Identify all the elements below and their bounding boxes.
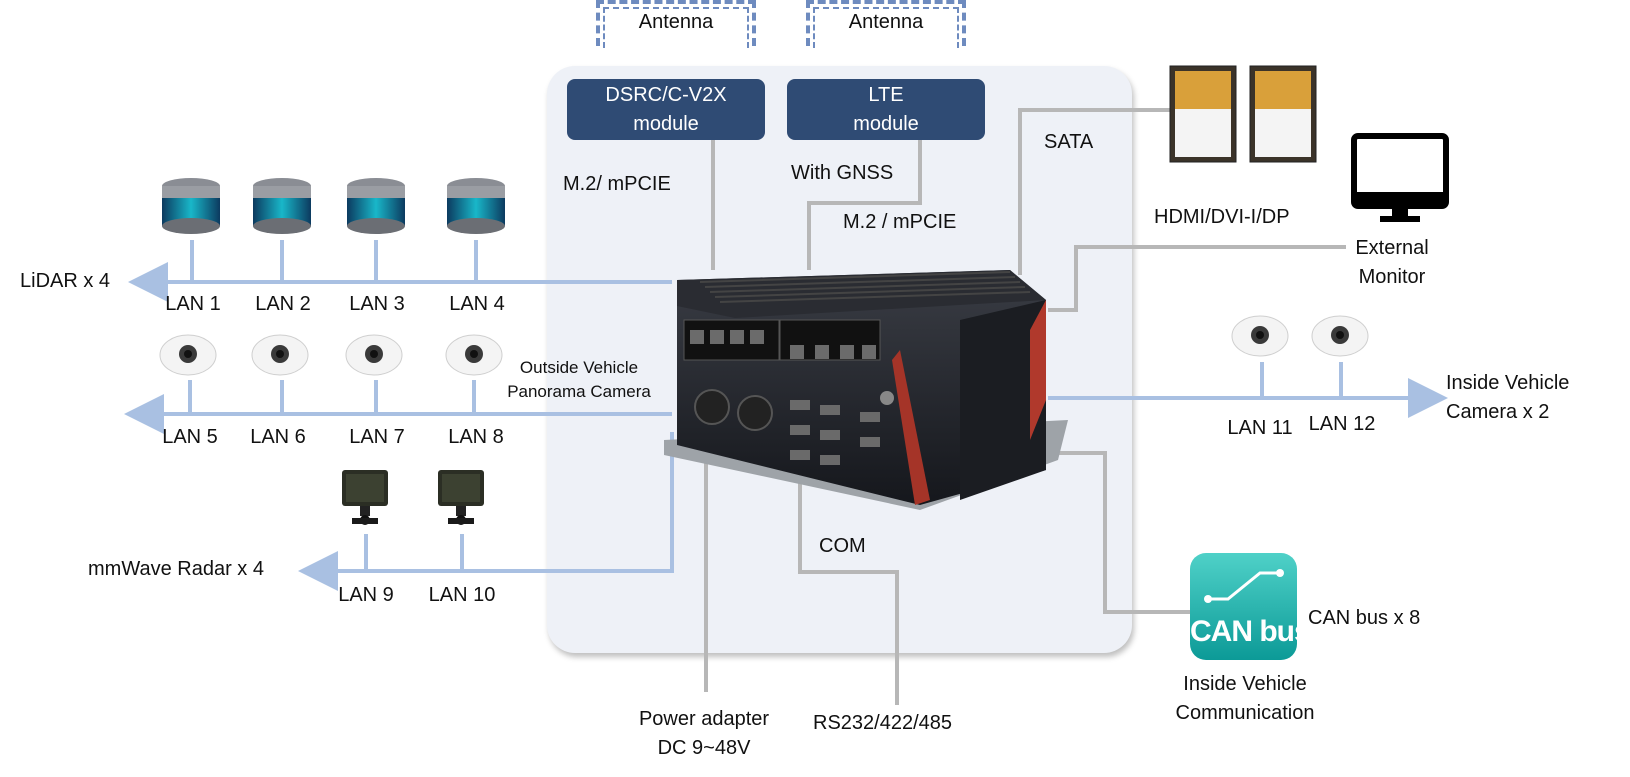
lan-2-label: LAN 2 xyxy=(255,293,311,315)
lan-3-label: LAN 3 xyxy=(349,293,405,315)
power-line1: Power adapter xyxy=(638,708,770,730)
radar-group-label: mmWave Radar x 4 xyxy=(88,558,264,580)
lan-9-label: LAN 9 xyxy=(338,584,394,606)
external-monitor-label: External Monitor xyxy=(1340,234,1444,292)
monitor-icon xyxy=(1351,133,1449,222)
lidar-sensors xyxy=(162,178,505,234)
inside-comm-line1: Inside Vehicle xyxy=(1183,673,1307,695)
power-line2: DC 9~48V xyxy=(657,737,751,759)
computer-box-illustration xyxy=(664,270,1068,510)
dsrc-module-line2: module xyxy=(633,113,699,135)
external-monitor-line2: Monitor xyxy=(1358,266,1426,288)
dsrc-module-line1: DSRC/C-V2X xyxy=(605,84,727,106)
lidar-group-label: LiDAR x 4 xyxy=(20,270,111,292)
lan-1-label: LAN 1 xyxy=(165,293,221,315)
lan-5-label: LAN 5 xyxy=(162,426,218,448)
dsrc-module-box: DSRC/C-V2X module xyxy=(567,79,765,140)
with-gnss-label: With GNSS xyxy=(791,162,894,184)
inside-comm-label: Inside Vehicle Communication xyxy=(1150,670,1340,728)
can-bus-icon-text: CAN bus xyxy=(1190,615,1311,648)
blue-bus-lines xyxy=(124,240,1448,591)
grey-connectors xyxy=(704,108,1346,705)
outside-camera-label: Outside Vehicle Panorama Camera xyxy=(495,356,663,404)
outside-camera-line2: Panorama Camera xyxy=(507,382,651,401)
outside-camera-line1: Outside Vehicle xyxy=(519,358,639,377)
inside-camera-label: Inside Vehicle Camera x 2 xyxy=(1446,369,1569,427)
hdmi-label: HDMI/DVI-I/DP xyxy=(1154,206,1290,228)
can-bus-icon-graphic xyxy=(1190,553,1297,660)
radar-sensors xyxy=(342,470,484,525)
antenna-right: Antenna xyxy=(806,0,966,48)
lte-module-line1: LTE xyxy=(868,84,904,106)
lan-10-label: LAN 10 xyxy=(428,584,496,606)
can-bus-label: CAN bus x 8 xyxy=(1308,607,1421,629)
external-monitor-line1: External xyxy=(1355,237,1429,259)
dome-cameras xyxy=(159,315,1369,376)
lan-4-label: LAN 4 xyxy=(449,293,505,315)
antenna-left: Antenna xyxy=(596,0,756,48)
sata-label: SATA xyxy=(1044,131,1094,153)
inside-comm-line2: Communication xyxy=(1175,702,1315,724)
lan-8-label: LAN 8 xyxy=(448,426,504,448)
m2-left-label: M.2/ mPCIE xyxy=(563,173,671,195)
lte-module-box: LTE module xyxy=(787,79,985,140)
power-label: Power adapter DC 9~48V xyxy=(614,705,794,763)
inside-camera-line1: Inside Vehicle xyxy=(1446,372,1570,394)
lan-11-label: LAN 11 xyxy=(1227,417,1293,439)
lte-module-line2: module xyxy=(853,113,919,135)
inside-camera-line2: Camera x 2 xyxy=(1446,401,1550,423)
m2-right-label: M.2 / mPCIE xyxy=(843,211,957,233)
lan-7-label: LAN 7 xyxy=(349,426,405,448)
lan-12-label: LAN 12 xyxy=(1308,413,1376,435)
com-label: COM xyxy=(819,535,866,557)
sata-cards xyxy=(1169,65,1317,163)
rs232-label: RS232/422/485 xyxy=(813,712,953,734)
lan-6-label: LAN 6 xyxy=(250,426,306,448)
